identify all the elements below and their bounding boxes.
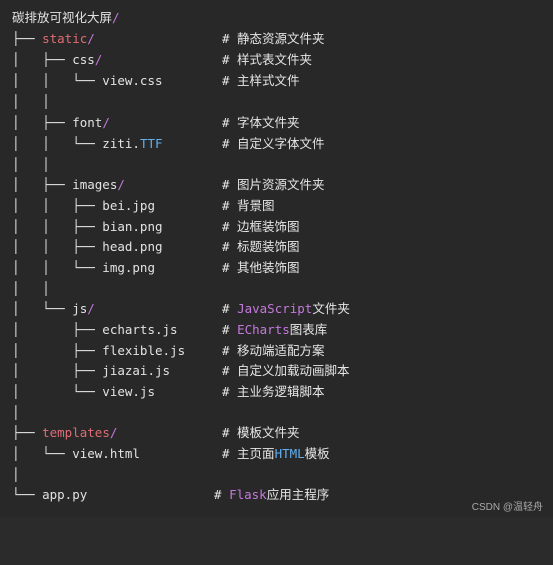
tree-text: └── app.py bbox=[12, 487, 88, 502]
tree-text: │ │ ├── head.png bbox=[12, 239, 163, 254]
code-line-14: │ └── js/ # JavaScript文件夹 bbox=[0, 299, 553, 319]
comment-text: # ECharts图表库 bbox=[222, 322, 328, 337]
comment-text: # 主样式文件 bbox=[222, 73, 300, 88]
tree-text: ├── templates/ bbox=[12, 425, 118, 440]
code-line-13: │ │ bbox=[0, 279, 553, 299]
code-line-18: │ └── view.js # 主业务逻辑脚本 bbox=[0, 382, 553, 402]
tree-text: │ bbox=[12, 467, 20, 482]
comment-text: # 自定义加载动画脚本 bbox=[222, 363, 350, 378]
tree-text: │ bbox=[12, 405, 20, 420]
tree-text: │ │ └── ziti.TTF bbox=[12, 136, 163, 151]
comment-text: # 其他装饰图 bbox=[222, 260, 300, 275]
comment-text: # 主页面HTML模板 bbox=[222, 446, 330, 461]
tree-text: │ │ bbox=[12, 94, 50, 109]
tree-text: 碳排放可视化大屏/ bbox=[12, 10, 120, 25]
comment-text: # 标题装饰图 bbox=[222, 239, 300, 254]
code-line-11: │ │ ├── head.png # 标题装饰图 bbox=[0, 237, 553, 257]
tree-text: │ ├── jiazai.js bbox=[12, 363, 171, 378]
code-line-6: │ │ └── ziti.TTF # 自定义字体文件 bbox=[0, 134, 553, 154]
code-line-5: │ ├── font/ # 字体文件夹 bbox=[0, 113, 553, 133]
tree-text: │ ├── echarts.js bbox=[12, 322, 178, 337]
code-line-15: │ ├── echarts.js # ECharts图表库 bbox=[0, 320, 553, 340]
code-line-23: └── app.py # Flask应用主程序 bbox=[0, 485, 553, 505]
comment-text: # Flask应用主程序 bbox=[214, 487, 330, 502]
comment-text: # 主业务逻辑脚本 bbox=[222, 384, 325, 399]
tree-text: │ │ bbox=[12, 157, 50, 172]
code-line-4: │ │ bbox=[0, 92, 553, 112]
tree-text: │ ├── css/ bbox=[12, 52, 103, 67]
tree-text: ├── static/ bbox=[12, 31, 95, 46]
code-line-12: │ │ └── img.png # 其他装饰图 bbox=[0, 258, 553, 278]
tree-text: │ ├── font/ bbox=[12, 115, 110, 130]
tree-text: │ └── view.js bbox=[12, 384, 155, 399]
tree-text: │ │ bbox=[12, 281, 50, 296]
tree-text: │ ├── images/ bbox=[12, 177, 125, 192]
comment-text: # 样式表文件夹 bbox=[222, 52, 313, 67]
code-line-22: │ bbox=[0, 465, 553, 485]
code-block: 碳排放可视化大屏/ ├── static/ # 静态资源文件夹 │ ├── cs… bbox=[0, 8, 553, 513]
code-line-19: │ bbox=[0, 403, 553, 423]
code-line-16: │ ├── flexible.js # 移动端适配方案 bbox=[0, 341, 553, 361]
tree-text: │ │ ├── bian.png bbox=[12, 219, 163, 234]
csdn-watermark: CSDN @温轻舟 bbox=[471, 502, 543, 513]
comment-text: # 边框装饰图 bbox=[222, 219, 300, 234]
code-line-2: │ ├── css/ # 样式表文件夹 bbox=[0, 50, 553, 70]
comment-text: # 背景图 bbox=[222, 198, 275, 213]
tree-text: │ └── js/ bbox=[12, 301, 95, 316]
code-line-9: │ │ ├── bei.jpg # 背景图 bbox=[0, 196, 553, 216]
tree-text: │ ├── flexible.js bbox=[12, 343, 186, 358]
comment-text: # 图片资源文件夹 bbox=[222, 177, 325, 192]
tree-text: │ │ └── img.png bbox=[12, 260, 155, 275]
code-line-17: │ ├── jiazai.js # 自定义加载动画脚本 bbox=[0, 361, 553, 381]
comment-text: # 模板文件夹 bbox=[222, 425, 300, 440]
tree-text: │ │ ├── bei.jpg bbox=[12, 198, 155, 213]
code-line-7: │ │ bbox=[0, 155, 553, 175]
comment-text: # JavaScript文件夹 bbox=[222, 301, 350, 316]
comment-text: # 字体文件夹 bbox=[222, 115, 300, 130]
code-line-3: │ │ └── view.css # 主样式文件 bbox=[0, 71, 553, 91]
tree-text: │ └── view.html bbox=[12, 446, 140, 461]
code-line-1: ├── static/ # 静态资源文件夹 bbox=[0, 29, 553, 49]
code-line-20: ├── templates/ # 模板文件夹 bbox=[0, 423, 553, 443]
tree-text: │ │ └── view.css bbox=[12, 73, 163, 88]
comment-text: # 自定义字体文件 bbox=[222, 136, 325, 151]
code-line-8: │ ├── images/ # 图片资源文件夹 bbox=[0, 175, 553, 195]
code-line-21: │ └── view.html # 主页面HTML模板 bbox=[0, 444, 553, 464]
code-line-10: │ │ ├── bian.png # 边框装饰图 bbox=[0, 217, 553, 237]
comment-text: # 静态资源文件夹 bbox=[222, 31, 325, 46]
code-line-0: 碳排放可视化大屏/ bbox=[0, 8, 553, 28]
comment-text: # 移动端适配方案 bbox=[222, 343, 325, 358]
